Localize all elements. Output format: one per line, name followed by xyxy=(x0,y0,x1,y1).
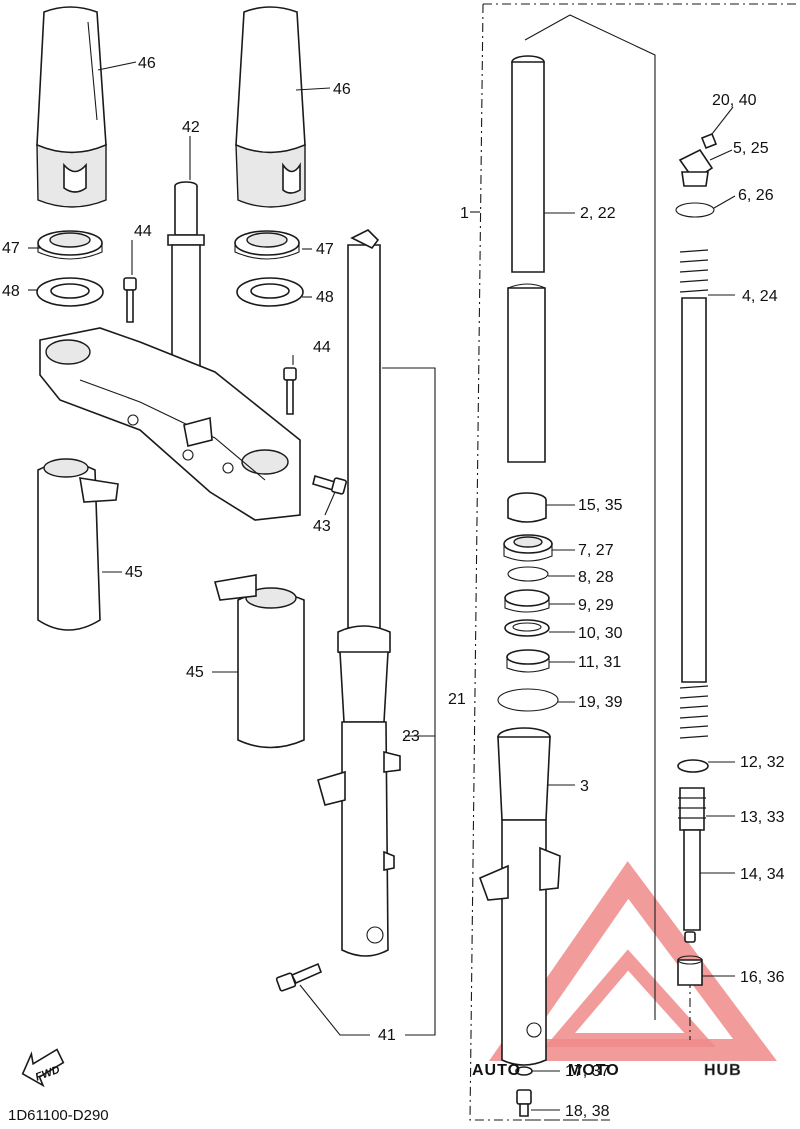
callout-9-29: 9, 29 xyxy=(578,597,614,614)
callout-23: 23 xyxy=(402,728,420,745)
washer-48-left xyxy=(36,277,104,307)
oil-seal-7 xyxy=(503,534,553,562)
washer-9 xyxy=(504,589,550,613)
callout-8-28: 8, 28 xyxy=(578,569,614,586)
callout-45-right: 45 xyxy=(186,664,204,681)
seal-47-left xyxy=(37,230,103,260)
fork-cover-46-right xyxy=(235,6,306,208)
damper-13 xyxy=(678,787,706,831)
callout-43: 43 xyxy=(313,518,331,535)
bolt-44-right xyxy=(283,367,297,415)
callout-48-right: 48 xyxy=(316,289,334,306)
bolt-44-left xyxy=(123,277,137,323)
washer-48-right xyxy=(236,277,304,307)
oil-lock-piece-16 xyxy=(677,955,703,986)
watermark-hub: HUB xyxy=(704,1062,742,1079)
assembly-bracket-1 xyxy=(524,14,656,1020)
callout-10-30: 10, 30 xyxy=(578,625,623,642)
watermark-triangle-inner xyxy=(544,949,716,1047)
outer-tube-3 xyxy=(478,727,561,1066)
callout-5-25: 5, 25 xyxy=(733,140,769,157)
callout-1: 1 xyxy=(460,205,469,222)
spacer-12 xyxy=(677,759,709,773)
callout-20-40: 20, 40 xyxy=(712,92,757,109)
callout-42: 42 xyxy=(182,119,200,136)
callout-2-22: 2, 22 xyxy=(580,205,616,222)
callout-21: 21 xyxy=(448,691,466,708)
cover-45-right xyxy=(213,574,305,749)
callout-16-36: 16, 36 xyxy=(740,969,785,986)
diagram-code: 1D61100-D290 xyxy=(8,1107,109,1124)
cover-45-left xyxy=(37,458,119,631)
slide-bushing-15 xyxy=(507,492,547,523)
callout-46-right: 46 xyxy=(333,81,351,98)
watermark-auto: AUTO xyxy=(472,1062,521,1079)
callout-41: 41 xyxy=(378,1027,396,1044)
callout-14-34: 14, 34 xyxy=(740,866,785,883)
watermark-moto: MOTO xyxy=(568,1062,620,1079)
seal-47-right xyxy=(234,230,300,260)
clip-8 xyxy=(507,566,549,582)
callout-13-33: 13, 33 xyxy=(740,809,785,826)
bolt-43 xyxy=(312,474,347,495)
callout-19-39: 19, 39 xyxy=(578,694,623,711)
air-valve-20 xyxy=(700,132,718,150)
o-ring-19 xyxy=(497,688,559,712)
callout-11-31: 11, 31 xyxy=(578,654,621,671)
bushing-11 xyxy=(506,649,550,673)
leader-lines xyxy=(28,61,736,1111)
bushing-10 xyxy=(504,619,550,637)
assembly-boundary-1 xyxy=(469,3,800,1121)
callout-6-26: 6, 26 xyxy=(738,187,774,204)
inner-tube-2 xyxy=(507,55,546,463)
fwd-arrow-badge: FWD xyxy=(21,1048,65,1088)
fork-cover-46-left xyxy=(36,6,107,208)
callout-46-left: 46 xyxy=(138,55,156,72)
callout-4-24: 4, 24 xyxy=(742,288,778,305)
watermark-text: AUTO MOTO HUB xyxy=(472,1062,742,1080)
o-ring-6 xyxy=(675,202,715,218)
callout-45-left: 45 xyxy=(125,564,143,581)
callout-labels: 46 46 42 44 44 47 47 48 48 43 45 45 21 2… xyxy=(2,55,785,1120)
callout-44-left: 44 xyxy=(134,223,152,240)
bolt-18 xyxy=(516,1089,532,1117)
callout-12-32: 12, 32 xyxy=(740,754,785,771)
under-bracket xyxy=(39,327,301,521)
callout-47-right: 47 xyxy=(316,241,334,258)
callout-18-38: 18, 38 xyxy=(565,1103,610,1120)
bracket-21 xyxy=(382,367,436,1036)
callout-15-35: 15, 35 xyxy=(578,497,623,514)
callout-3: 3 xyxy=(580,778,589,795)
damper-rod-14 xyxy=(683,829,701,943)
callout-7-27: 7, 27 xyxy=(578,542,614,559)
callout-44-right: 44 xyxy=(313,339,331,356)
callout-48-left: 48 xyxy=(2,283,20,300)
cap-bolt-5 xyxy=(678,148,714,187)
fork-spring-4 xyxy=(679,249,709,739)
bolt-41 xyxy=(275,962,323,992)
fork-leg-21 xyxy=(317,229,401,957)
callout-47-left: 47 xyxy=(2,240,20,257)
callout-17-37: 17, 37 xyxy=(565,1063,610,1080)
